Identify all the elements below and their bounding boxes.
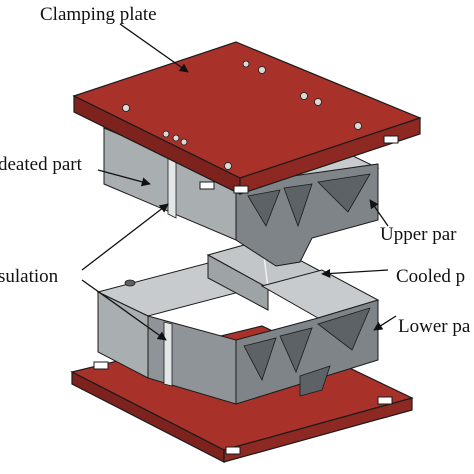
label-heated-part: deated part (0, 154, 83, 175)
leader-clamping-plate (119, 23, 189, 73)
leader-lower-part (373, 315, 397, 331)
upper-clamping-plate (72, 41, 422, 195)
lower-part (96, 239, 380, 405)
label-cooled-part: Cooled p (396, 266, 465, 287)
labels: Clamping plate deated part sulation Uppe… (0, 4, 471, 337)
leader-insulation-upper (81, 203, 169, 271)
lower-assembly (70, 239, 414, 463)
leader-upper-part (369, 199, 389, 227)
label-insulation: sulation (0, 266, 59, 287)
label-lower-part: Lower pa (398, 316, 471, 337)
leader-cooled-part (321, 268, 389, 279)
label-upper-part: Upper par (380, 224, 457, 245)
leader-heated-part (97, 169, 151, 187)
leader-lines (81, 23, 397, 341)
label-clamping-plate: Clamping plate (40, 4, 157, 25)
upper-assembly (72, 41, 422, 267)
leader-insulation-lower (81, 279, 167, 341)
